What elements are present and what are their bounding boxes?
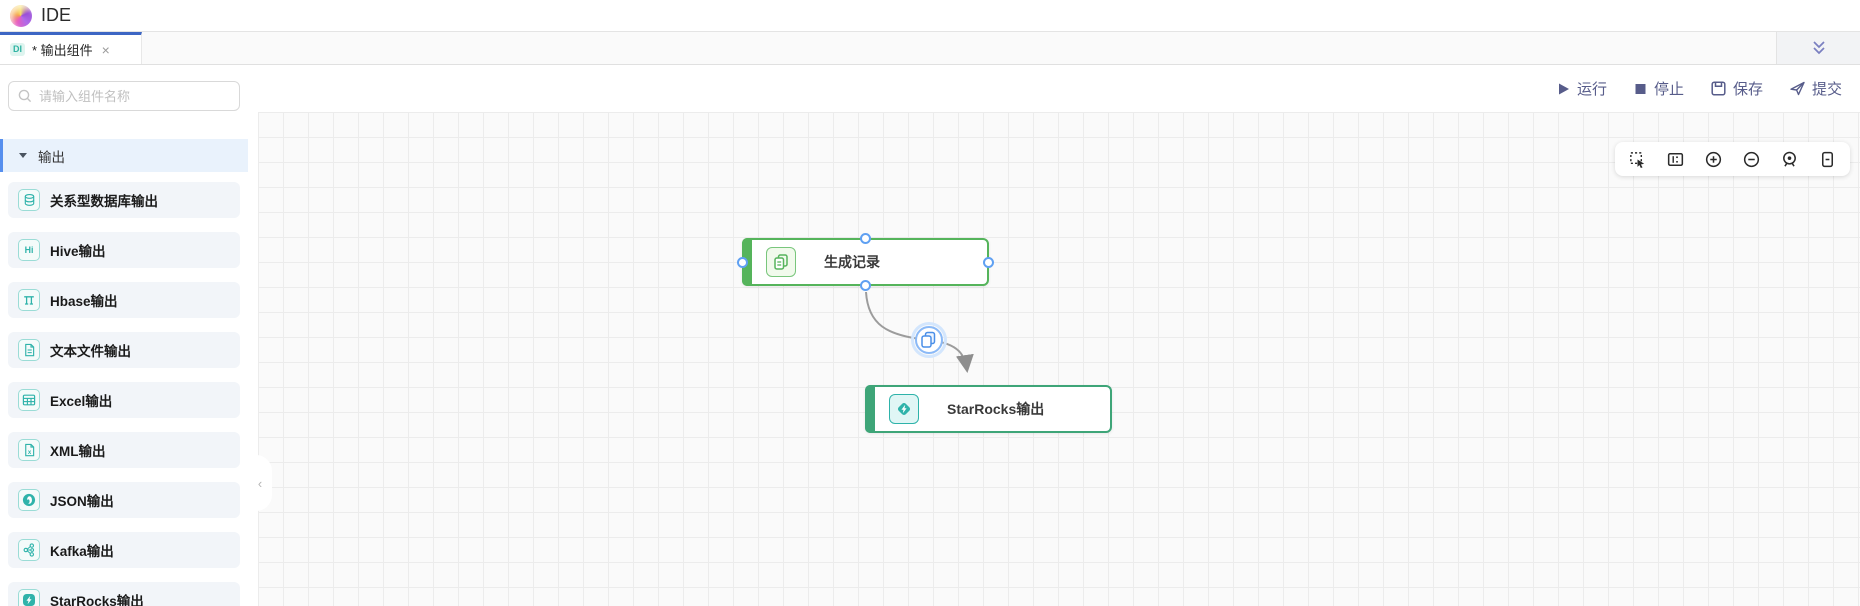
component-label: 关系型数据库输出 [50,194,158,209]
tab-bar: DI * 输出组件 × [0,32,1860,65]
edge-layer [865,291,974,373]
tab-title: * 输出组件 [32,43,93,58]
node-port-bottom[interactable] [860,280,871,291]
save-button[interactable]: 保存 [1710,78,1763,99]
marquee-select-icon[interactable] [1628,150,1647,169]
section-title: 输出 [38,149,65,165]
hbase-icon [18,289,40,311]
component-item-1[interactable]: 关系型数据库输出 [8,182,240,218]
app-logo-icon [10,4,32,27]
component-label: Excel输出 [50,394,113,409]
save-view-icon[interactable] [1818,150,1837,169]
text-file-icon [18,339,40,361]
save-label: 保存 [1732,81,1763,98]
stop-button[interactable]: 停止 [1633,78,1684,99]
edge-copy-badge [911,322,947,358]
component-label: Hbase输出 [50,294,118,309]
component-item-4[interactable]: 文本文件输出 [8,332,240,368]
section-header-output[interactable]: 输出 [0,139,248,172]
save-icon [1711,81,1726,96]
component-item-8[interactable]: Kafka输出 [8,532,240,568]
starrocks-node-icon [889,394,919,424]
stop-label: 停止 [1653,81,1684,98]
json-icon [18,489,40,511]
top-bar: IDE [0,0,1860,32]
submit-label: 提交 [1811,81,1842,98]
tab-type-badge: DI [10,43,25,56]
submit-button[interactable]: 提交 [1789,78,1842,99]
database-icon [18,189,40,211]
submit-icon [1790,81,1805,96]
component-item-3[interactable]: Hbase输出 [8,282,240,318]
component-label: JSON输出 [50,494,114,509]
play-icon [1558,83,1569,94]
reset-view-icon[interactable] [1780,150,1799,169]
node-port-top[interactable] [860,233,871,244]
svg-text:Hi: Hi [25,245,34,255]
main-panel: 运行 停止 保存 [248,65,1860,606]
sidebar-collapse-button[interactable]: ‹ [258,455,272,511]
component-item-6[interactable]: x XML输出 [8,432,240,468]
node-port-left[interactable] [737,256,748,268]
canvas-toolbar [1615,142,1850,176]
component-item-7[interactable]: JSON输出 [8,482,240,518]
flow-node-1[interactable]: 生成记录 [737,233,994,291]
run-button[interactable]: 运行 [1556,78,1607,99]
xml-icon: x [18,439,40,461]
tab-list-expand-button[interactable] [1776,32,1860,64]
node-label: 生成记录 [824,254,880,270]
generate-records-icon [766,247,796,277]
chevron-left-icon: ‹ [258,475,263,491]
node-label: StarRocks输出 [947,401,1045,417]
tab-output-components[interactable]: DI * 输出组件 × [0,32,142,64]
run-toolbar: 运行 停止 保存 [248,65,1860,112]
starrocks-icon [18,589,40,606]
tab-close-icon[interactable]: × [101,41,110,58]
component-label: Hive输出 [50,244,106,259]
component-label: StarRocks输出 [50,594,144,606]
run-label: 运行 [1576,81,1607,98]
component-label: 文本文件输出 [50,344,131,359]
flow-node-2[interactable]: StarRocks输出 [865,385,1112,433]
component-item-5[interactable]: Excel输出 [8,382,240,418]
edge-path [865,291,974,373]
zoom-in-icon[interactable] [1704,150,1723,169]
double-chevron-down-icon [1812,41,1825,55]
component-label: XML输出 [50,444,106,459]
component-label: Kafka输出 [50,544,114,559]
app-title: IDE [41,5,72,25]
component-search-input[interactable] [8,81,240,111]
component-item-2[interactable]: Hi Hive输出 [8,232,240,268]
component-list: 关系型数据库输出 Hi Hive输出 Hbase输出文本文件输出 Excel输出 x XML… [0,182,248,606]
excel-icon [18,389,40,411]
node-port-right[interactable] [983,256,994,268]
kafka-icon [18,539,40,561]
zoom-out-icon[interactable] [1742,150,1761,169]
minimap-icon[interactable] [1666,150,1685,169]
svg-text:x: x [27,450,31,456]
stop-icon [1635,83,1646,94]
hive-icon: Hi [18,239,40,261]
search-icon [18,89,32,103]
search-wrap [8,81,240,111]
caret-down-icon [19,153,27,158]
component-item-9[interactable]: StarRocks输出 [8,582,240,606]
flow-canvas[interactable]: ‹ 生成记录 [258,112,1860,606]
